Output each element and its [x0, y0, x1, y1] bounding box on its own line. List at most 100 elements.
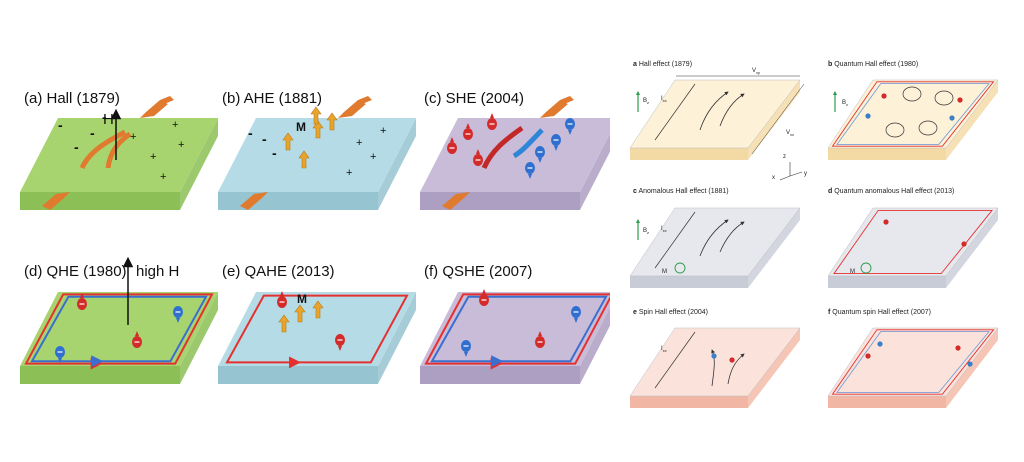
rloop-red-b [831, 81, 995, 147]
dot-b-3 [957, 97, 963, 103]
charge-minus-a: - [58, 117, 63, 133]
ixx-label-e: I [661, 346, 663, 352]
slab-e-side [378, 292, 416, 384]
spin-f-3-tip [574, 318, 578, 323]
current-a-r2 [719, 93, 745, 127]
spin-d-1-tip [80, 293, 84, 298]
rpanel-d-title: Quantum anomalous Hall effect (2013) [834, 188, 954, 195]
spin-f-3 [571, 306, 581, 323]
slab-f [420, 289, 610, 384]
svg-text:Ixx: Ixx [661, 346, 667, 353]
spin-f-2-tip [464, 352, 468, 357]
dot-d-1 [883, 219, 889, 225]
ixx-label-a: I [661, 96, 663, 102]
bz-arrow-b-head [833, 91, 837, 95]
lead-b-top [338, 96, 372, 118]
orbit-b-3 [918, 120, 938, 136]
spin-d-2-tip [58, 358, 62, 363]
ixx-line-e [654, 331, 696, 389]
spin-blue-c-tip [554, 146, 558, 151]
spin-d-1 [77, 293, 87, 310]
spin-blue-c [535, 146, 545, 163]
axis-x [779, 175, 791, 181]
magnet-arrow-e [278, 314, 290, 333]
rloop-red-f [831, 329, 995, 395]
slab-c-side [580, 133, 610, 210]
svg-text:Vxx: Vxx [786, 130, 794, 137]
rslab-e-side [748, 328, 800, 408]
moment-circle-d [860, 262, 872, 274]
spin-d-4-tip [135, 331, 139, 336]
edge-red-d [24, 293, 214, 365]
charge-minus-a: - [102, 109, 107, 125]
ixx-sub-e: xx [663, 348, 667, 353]
charge-plus-a: + [130, 131, 136, 143]
bz-arrow-a-head [636, 91, 640, 95]
rpanel-c-letter: c [633, 188, 637, 195]
dot-e-blue [711, 353, 717, 359]
rslab-c [629, 207, 801, 288]
rpanel-c-title: Anomalous Hall effect (1881) [638, 188, 728, 195]
svg-text:c Anomalous Hall effect (1881): c Anomalous Hall effect (1881) [633, 188, 729, 195]
slab-e-front [218, 366, 378, 384]
rslab-d-top [827, 207, 999, 277]
dot-f-1 [865, 353, 871, 359]
spin-blue-c [551, 134, 561, 151]
dot-b-4 [949, 115, 955, 121]
magnet-arrow-b [310, 106, 322, 125]
vxy-label-a: V [752, 68, 756, 74]
charge-plus-b: + [370, 151, 376, 163]
spin-e-2 [335, 334, 345, 351]
charge-plus-b: + [380, 125, 386, 137]
rslab-a [629, 75, 805, 181]
svg-text:d Quantum anomalous Hall effec: d Quantum anomalous Hall effect (2013) [828, 188, 954, 195]
slab-e-top [218, 292, 416, 366]
rpanel-a-title: Hall effect (1879) [639, 61, 692, 68]
slab-b-side [378, 118, 416, 210]
rslab-e [629, 327, 801, 408]
rslab-f-side [946, 328, 998, 408]
spin-red-c [447, 137, 457, 154]
slab-e [218, 291, 416, 384]
slab-d [20, 292, 218, 384]
spin-red-c-tip [450, 137, 454, 142]
charge-minus-a: - [90, 125, 95, 141]
current-a-r1 [699, 91, 729, 131]
spin-e-2-tip [338, 346, 342, 351]
spin-f-4-tip [538, 331, 542, 336]
rslab-a-front [630, 148, 748, 160]
spin-red-c-tip [490, 113, 494, 118]
rpanel-f-title: Quantum spin Hall effect (2007) [832, 309, 931, 316]
edge-blue-d [30, 295, 208, 363]
spin-red-c [463, 123, 473, 140]
charge-plus-b: + [356, 137, 362, 149]
ixx-label-c: I [661, 226, 663, 232]
dot-b-2 [865, 113, 871, 119]
bz-sub-c: z [647, 230, 649, 235]
spin-blue-c-tip [538, 158, 542, 163]
spin-blue-c-tip [528, 174, 532, 179]
current-c-r2 [719, 221, 745, 253]
panel-d-label: (d) QHE (1980) [24, 263, 127, 280]
vxx-sub-a: xx [790, 132, 794, 137]
slab-b-top [218, 118, 416, 192]
ixx-line-c [654, 211, 696, 269]
panel-c-label: (c) SHE (2004) [424, 90, 524, 107]
slab-f-side [580, 307, 610, 384]
rslab-c-top [629, 207, 801, 277]
slab-a-top [20, 118, 218, 192]
spin-d-4 [132, 331, 142, 348]
rpanel-d-letter: d [828, 188, 832, 195]
spin-e-1-tip [280, 291, 284, 296]
charge-minus-b: - [262, 131, 267, 147]
dot-b-1 [881, 93, 887, 99]
svg-text:Ixx: Ixx [661, 96, 667, 103]
lead-a-top [140, 96, 174, 118]
ixx-line-a [654, 83, 696, 141]
svg-text:e Spin Hall effect (2004): e Spin Hall effect (2004) [633, 309, 708, 316]
slab-b: ---++++ [218, 96, 416, 210]
rslab-b [827, 79, 999, 160]
slab-d-side [180, 292, 218, 384]
rslab-a-side [748, 80, 800, 160]
